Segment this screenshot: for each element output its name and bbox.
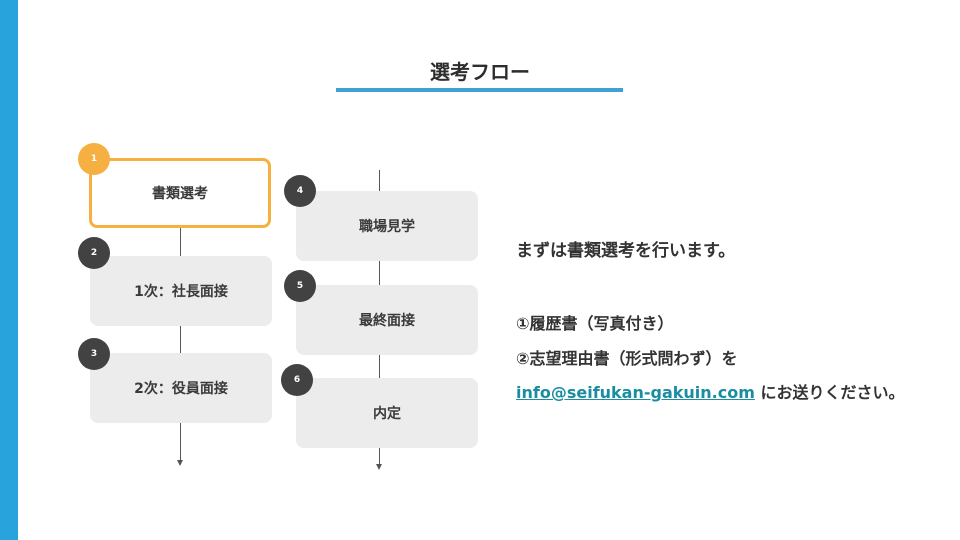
info-intro: まずは書類選考を行います。 bbox=[516, 241, 736, 261]
page-title: 選考フロー bbox=[430, 60, 530, 84]
info-item-1: ①履歴書（写真付き） bbox=[516, 314, 674, 333]
step-badge-5: 5 bbox=[284, 270, 316, 302]
step-card-5: 最終面接 bbox=[296, 285, 478, 355]
step-label: 書類選考 bbox=[152, 186, 208, 202]
title-underline bbox=[336, 88, 623, 92]
step-badge-2: 2 bbox=[78, 237, 110, 269]
step-badge-6: 6 bbox=[281, 364, 313, 396]
step-label: 1次：社長面接 bbox=[134, 284, 228, 300]
step-badge-4: 4 bbox=[284, 175, 316, 207]
step-badge-3: 3 bbox=[78, 338, 110, 370]
info-email-line: info@seifukan-gakuin.com にお送りください。 bbox=[516, 379, 904, 403]
step-card-2: 1次：社長面接 bbox=[90, 256, 272, 326]
email-suffix: にお送りください。 bbox=[754, 383, 905, 402]
step-card-4: 職場見学 bbox=[296, 191, 478, 261]
step-badge-1: 1 bbox=[78, 143, 110, 175]
flow-arrow-left-icon bbox=[177, 460, 183, 466]
step-card-3: 2次：役員面接 bbox=[90, 353, 272, 423]
left-accent-bar bbox=[0, 0, 18, 540]
step-label: 2次：役員面接 bbox=[134, 381, 228, 397]
step-label: 内定 bbox=[373, 406, 401, 422]
step-label: 職場見学 bbox=[359, 219, 415, 235]
email-link[interactable]: info@seifukan-gakuin.com bbox=[516, 383, 755, 402]
step-card-1: 書類選考 bbox=[89, 158, 271, 228]
step-label: 最終面接 bbox=[359, 313, 415, 329]
info-item-2: ②志望理由書（形式問わず）を bbox=[516, 349, 738, 368]
flow-arrow-right-icon bbox=[376, 464, 382, 470]
step-card-6: 内定 bbox=[296, 378, 478, 448]
